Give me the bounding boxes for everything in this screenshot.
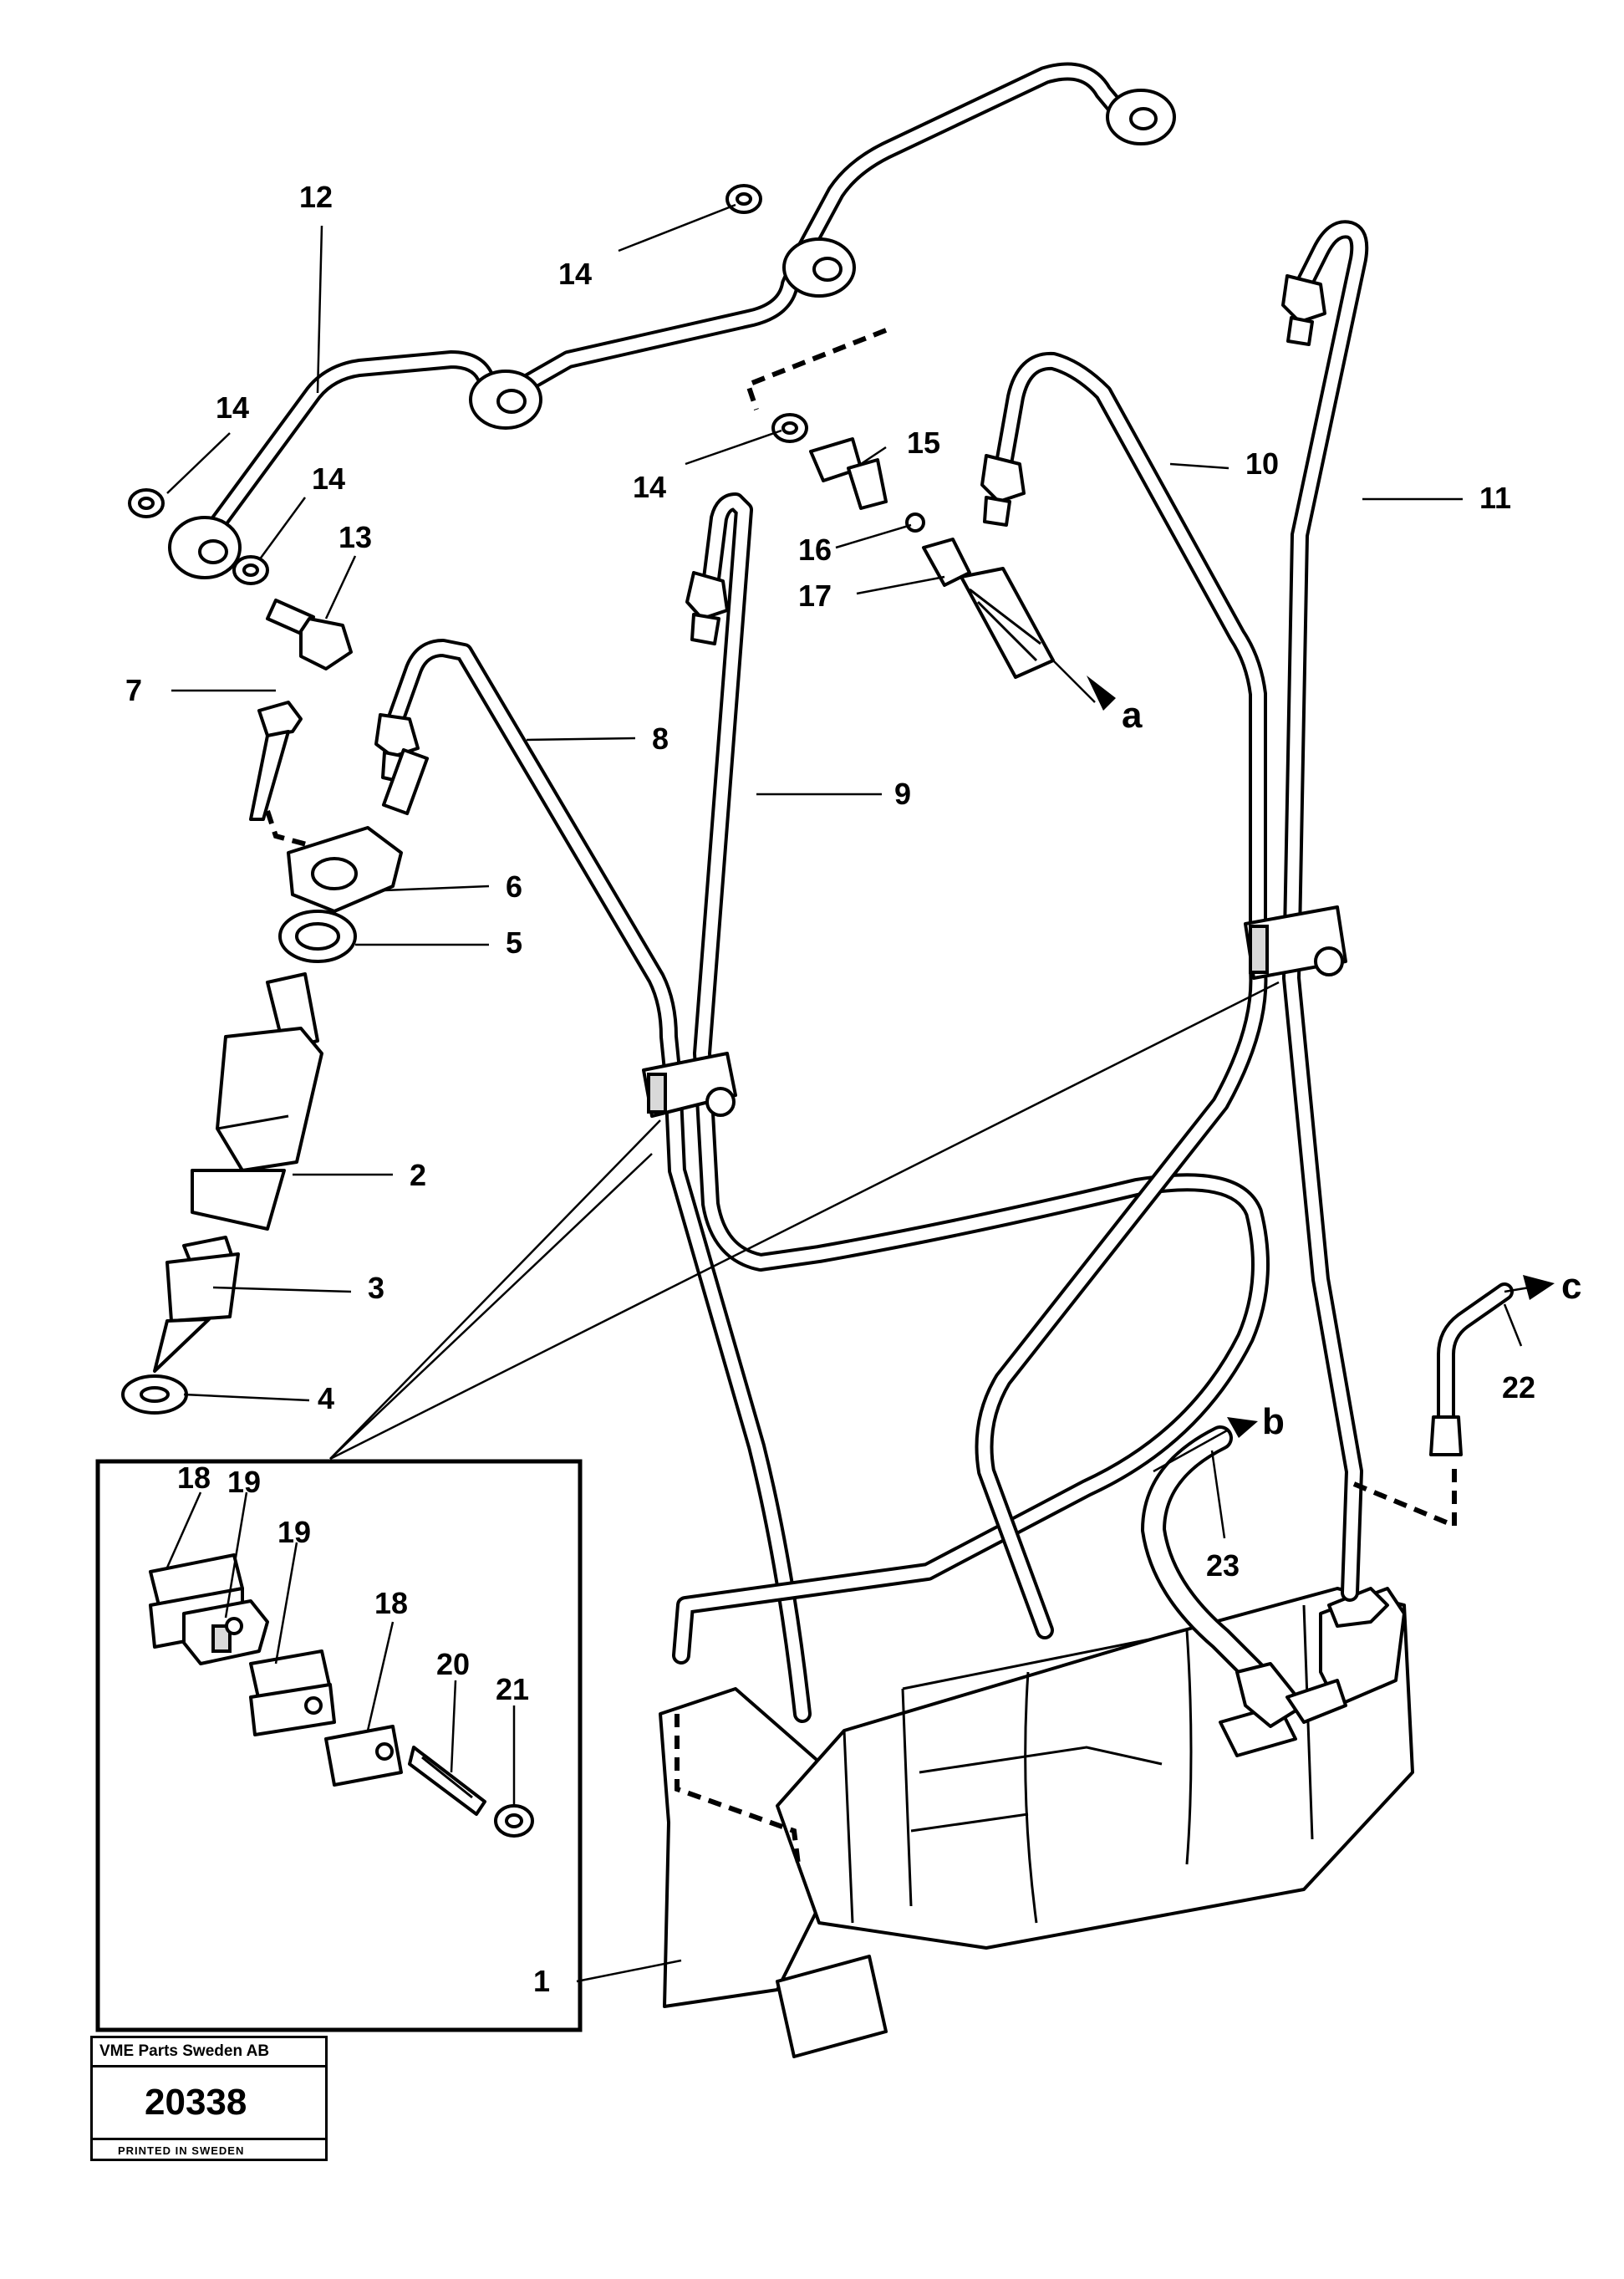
- arrow-label-a: a: [1122, 695, 1143, 736]
- callout-14: 14: [216, 390, 249, 425]
- callout-1: 1: [533, 1964, 550, 1998]
- callout-6: 6: [506, 869, 522, 904]
- arrow-label-b: b: [1262, 1401, 1285, 1442]
- dashed-link: [745, 328, 888, 410]
- dashed-link: [1352, 1463, 1457, 1530]
- pipe-22: [1429, 1282, 1514, 1456]
- detail-leader: [329, 1153, 653, 1460]
- printed-note: PRINTED IN SWEDEN: [118, 2144, 245, 2157]
- callout-19: 19: [227, 1465, 261, 1499]
- callout-18: 18: [177, 1461, 211, 1495]
- pipe-10: [975, 351, 1268, 1639]
- company-name: VME Parts Sweden AB: [93, 2038, 325, 2067]
- flow-arrow-c: [1504, 1275, 1555, 1300]
- callout-labels: 1 2 3 4 5 6 7 8 9 10 11 12 13 14 14 14 1…: [125, 180, 1581, 1998]
- injector-assembly: [121, 701, 430, 1415]
- pipe-8: [384, 639, 812, 1723]
- callout-18: 18: [374, 1586, 408, 1620]
- drawing-number: 20338: [93, 2067, 325, 2140]
- pipe-9: [672, 492, 1270, 1665]
- flow-arrow-a: [1052, 660, 1116, 711]
- callout-4: 4: [318, 1381, 334, 1415]
- callout-14: 14: [312, 461, 345, 496]
- callout-3: 3: [368, 1271, 384, 1305]
- detail-leader: [329, 981, 1280, 1461]
- callout-20: 20: [436, 1647, 470, 1681]
- detail-leader: [329, 1119, 661, 1460]
- dashed-link: [675, 1714, 801, 1865]
- callout-leaders: [165, 203, 1523, 1983]
- banjo-fitting: [168, 89, 1176, 579]
- hose-17: [809, 437, 1055, 679]
- clamp-detail-inset: [95, 1459, 583, 2032]
- arrow-label-c: c: [1561, 1266, 1581, 1307]
- pipe-clamp: [642, 905, 1347, 1118]
- callout-7: 7: [125, 673, 142, 707]
- banjo-bolt-13: [266, 599, 353, 670]
- callout-13: 13: [339, 520, 372, 554]
- callout-14: 14: [633, 470, 666, 504]
- flow-arrow-b: [1153, 1417, 1258, 1473]
- callout-5: 5: [506, 925, 522, 960]
- callout-14: 14: [558, 257, 592, 291]
- callout-11: 11: [1479, 481, 1511, 515]
- callout-12: 12: [299, 180, 333, 214]
- callout-9: 9: [894, 777, 911, 811]
- callout-10: 10: [1245, 446, 1279, 481]
- washer-14: [128, 184, 808, 585]
- pipe-12: [200, 62, 1133, 544]
- injection-pump: [659, 1587, 1414, 2058]
- callout-15: 15: [907, 426, 940, 460]
- callout-21: 21: [496, 1672, 529, 1706]
- callout-23: 23: [1206, 1548, 1240, 1583]
- pipe-11: [1282, 220, 1369, 1602]
- callout-17: 17: [798, 579, 832, 613]
- callout-22: 22: [1502, 1370, 1535, 1405]
- callout-16: 16: [798, 533, 832, 567]
- title-block: VME Parts Sweden AB 20338 PRINTED IN SWE…: [90, 2036, 328, 2161]
- callout-2: 2: [410, 1158, 426, 1192]
- callout-19: 19: [277, 1515, 311, 1549]
- callout-8: 8: [652, 721, 669, 756]
- hose-23: [1141, 1425, 1347, 1728]
